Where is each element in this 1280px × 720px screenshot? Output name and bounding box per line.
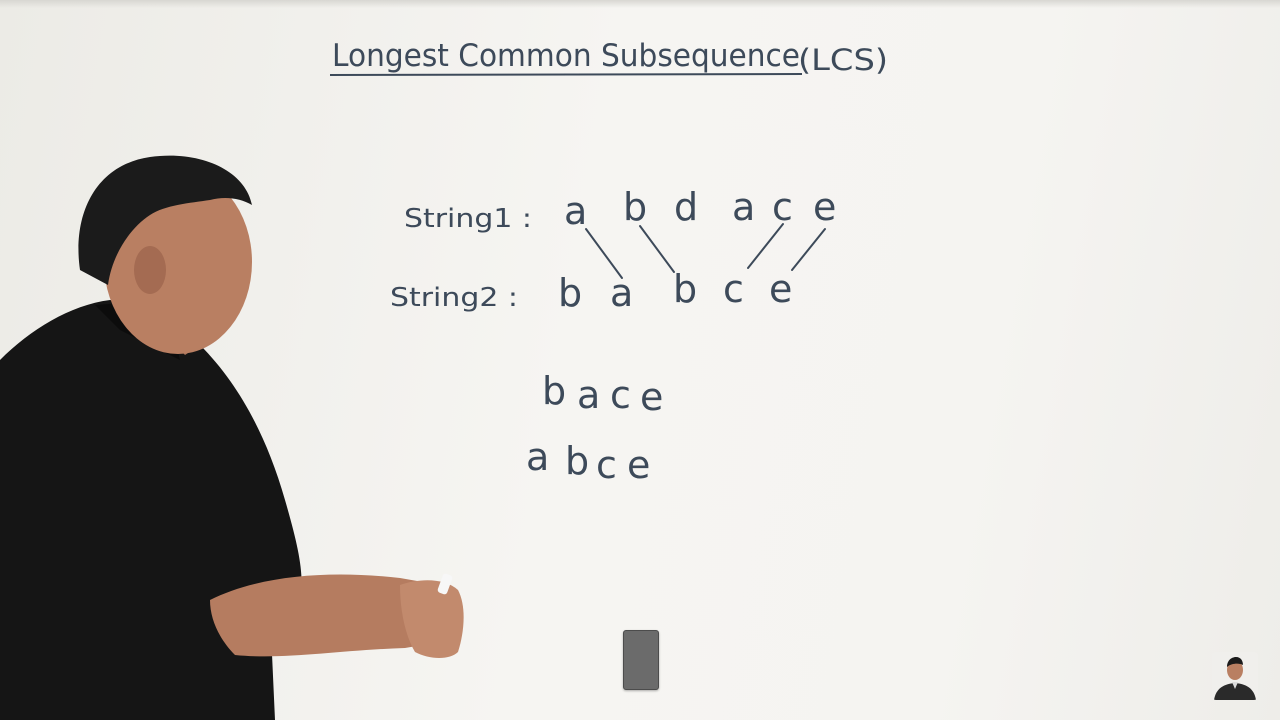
string2-char-4: e [769, 267, 792, 311]
subsequence1-char-2: c [610, 373, 631, 417]
string1-label: String1 : [404, 204, 532, 234]
presenter [0, 155, 464, 720]
presenter-hair [78, 155, 252, 285]
string1-char-1: b [623, 185, 647, 229]
string2-char-2: b [673, 267, 697, 311]
match-line-a [585, 228, 623, 279]
string1-char-2: d [674, 185, 698, 229]
match-line-e [791, 228, 826, 271]
presenter-arm [210, 574, 452, 657]
string2-label: String2 : [390, 283, 518, 313]
board-title-abbrev: (LCS) [798, 43, 888, 77]
presenter-shirt [0, 300, 302, 720]
board-title: Longest Common Subsequence [332, 38, 800, 74]
match-line-b [639, 225, 675, 273]
string1-char-4: c [772, 185, 793, 229]
subsequence2-char-3: e [627, 443, 650, 487]
string1-char-0: a [564, 189, 587, 233]
marker-pen [437, 573, 453, 595]
title-underline [329, 73, 803, 76]
string1-char-3: a [732, 185, 755, 229]
whiteboard-top-edge [0, 0, 1280, 8]
match-line-c [747, 223, 784, 269]
presenter-hand [400, 580, 464, 658]
subsequence1-char-0: b [542, 369, 566, 413]
match-lines [585, 223, 826, 279]
string2-char-3: c [723, 267, 744, 311]
presenter-ear [134, 246, 166, 294]
subsequence2-char-0: a [526, 435, 549, 479]
video-scrub-handle-icon[interactable] [623, 630, 659, 690]
subsequence1-char-1: a [577, 373, 600, 417]
subsequence1-char-3: e [640, 375, 663, 419]
subsequence2-char-2: c [596, 443, 617, 487]
subsequence2-char-1: b [565, 439, 589, 483]
string2-char-0: b [558, 271, 582, 315]
presenter-avatar-icon[interactable] [1212, 652, 1258, 700]
string2-char-1: a [610, 271, 633, 315]
string1-char-5: e [813, 185, 836, 229]
